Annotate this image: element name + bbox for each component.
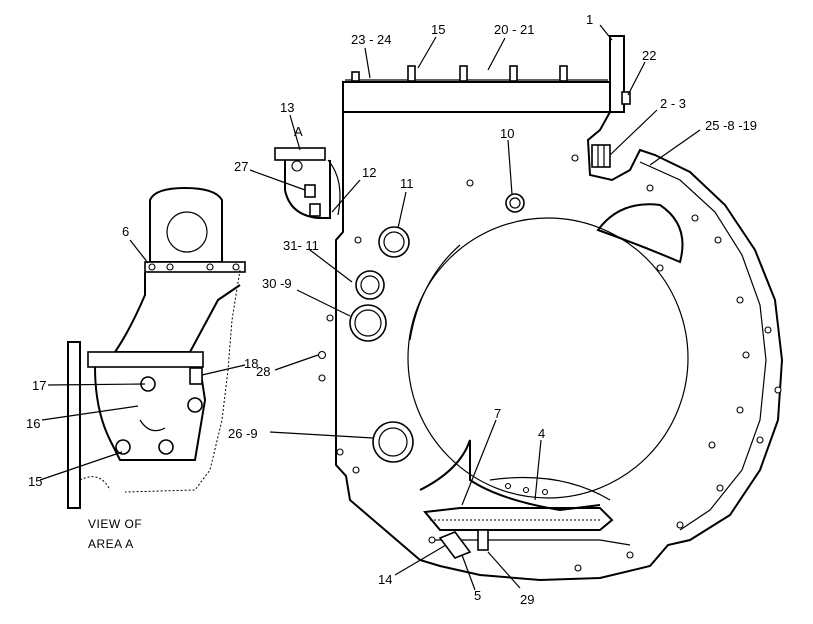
callout-5: 5 [474, 588, 481, 603]
callout-labels: 1 22 2 - 3 25 -8 -19 20 - 21 15 23 - 24 … [26, 12, 757, 607]
callout-22: 22 [642, 48, 656, 63]
callout-a: A [294, 124, 303, 139]
callout-4: 4 [538, 426, 545, 441]
leader-lines [39, 24, 701, 591]
callout-29: 29 [520, 592, 534, 607]
callout-17: 17 [32, 378, 46, 393]
callout-27: 27 [234, 159, 248, 174]
callout-28: 28 [256, 364, 270, 379]
callout-20-21: 20 - 21 [494, 22, 534, 37]
callout-1: 1 [586, 12, 593, 27]
view-caption: VIEW OF AREA A [88, 517, 142, 551]
callout-25-8-19: 25 -8 -19 [705, 118, 757, 133]
callout-30-9: 30 -9 [262, 276, 292, 291]
caption-line-2: AREA A [88, 537, 134, 551]
callout-12: 12 [362, 165, 376, 180]
detail-view-area-a [67, 186, 246, 509]
caption-line-1: VIEW OF [88, 517, 142, 531]
callout-31-11: 31- 11 [283, 238, 319, 253]
callout-15-left: 15 [28, 474, 42, 489]
bolt-holes [317, 154, 782, 572]
callout-26-9: 26 -9 [228, 426, 258, 441]
callout-16: 16 [26, 416, 40, 431]
callout-10: 10 [500, 126, 514, 141]
flywheel-housing [274, 35, 784, 582]
callout-2-3: 2 - 3 [660, 96, 686, 111]
callout-18: 18 [244, 356, 258, 371]
callout-15-top: 15 [431, 22, 445, 37]
callout-13: 13 [280, 100, 294, 115]
callout-23-24: 23 - 24 [351, 32, 391, 47]
callout-14: 14 [378, 572, 392, 587]
callout-7: 7 [494, 406, 501, 421]
callout-6: 6 [122, 224, 129, 239]
callout-11: 11 [400, 176, 414, 191]
top-bolts [351, 65, 568, 82]
